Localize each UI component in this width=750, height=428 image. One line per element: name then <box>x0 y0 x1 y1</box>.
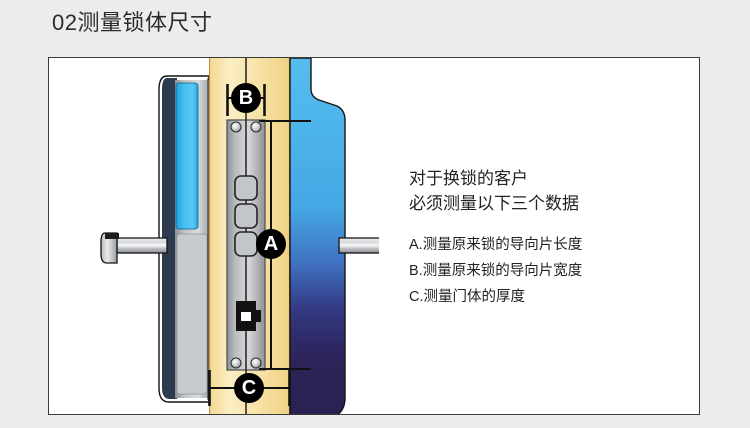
handle-right-shaft <box>338 237 379 254</box>
screw-top-left <box>230 121 242 133</box>
marker-c-label: C <box>242 377 256 399</box>
guide-plate-screws-bottom <box>230 357 262 369</box>
door-panel-shape <box>289 58 346 414</box>
marker-a-label: A <box>264 233 278 255</box>
screw-bottom-right <box>250 357 262 369</box>
cylinder-tab <box>256 310 261 322</box>
lock-body-blue-inset <box>175 82 199 230</box>
dimension-a: A <box>256 120 311 370</box>
notes-heading-line-1: 对于换锁的客户 <box>409 169 528 188</box>
notes-item-b: B.测量原来锁的导向片宽度 <box>409 263 583 279</box>
notes-heading-line-2: 必须测量以下三个数据 <box>409 194 579 213</box>
latch-bolt-2 <box>234 203 258 229</box>
instruction-notes: 对于换锁的客户 必须测量以下三个数据 A.测量原来锁的导向片长度 B.测量原来锁… <box>409 166 689 310</box>
handle-left-top-shade <box>105 233 119 239</box>
marker-c-circle <box>234 373 264 403</box>
lock-body-left <box>158 75 210 403</box>
lock-casing-shadow <box>162 78 177 399</box>
marker-b-label: B <box>239 87 253 109</box>
guide-plate-screws-top <box>230 121 262 133</box>
lock-cylinder <box>236 301 261 331</box>
notes-item-c: C.测量门体的厚度 <box>409 289 525 305</box>
latch-bolt-1 <box>234 175 258 201</box>
dimension-b: B <box>226 83 266 116</box>
lock-body-silver-inset <box>176 233 208 395</box>
handle-left-shaft <box>116 237 168 254</box>
marker-b-circle <box>231 83 261 113</box>
notes-list: A.测量原来锁的导向片长度 B.测量原来锁的导向片宽度 C.测量门体的厚度 <box>409 232 689 310</box>
latch-bolt-3 <box>234 231 258 257</box>
handle-left-grip <box>100 232 118 264</box>
cylinder-keyhole <box>241 312 251 321</box>
screw-bottom-left <box>230 357 242 369</box>
page-title: 02测量锁体尺寸 <box>52 10 213 35</box>
door-handle-left[interactable] <box>100 232 168 264</box>
illustration-frame: A B C 对于换锁的客户 必须测量以下三个数据 A <box>48 57 700 415</box>
door-handle-right[interactable] <box>338 233 379 263</box>
marker-a-circle <box>256 229 286 259</box>
door-panel-right <box>289 58 346 414</box>
lock-diagram-svg: A B C <box>100 58 379 414</box>
lock-dimension-diagram: A B C <box>49 58 379 414</box>
notes-item-a: A.测量原来锁的导向片长度 <box>409 237 583 253</box>
screw-top-right <box>250 121 262 133</box>
dimension-c: C <box>208 370 291 406</box>
